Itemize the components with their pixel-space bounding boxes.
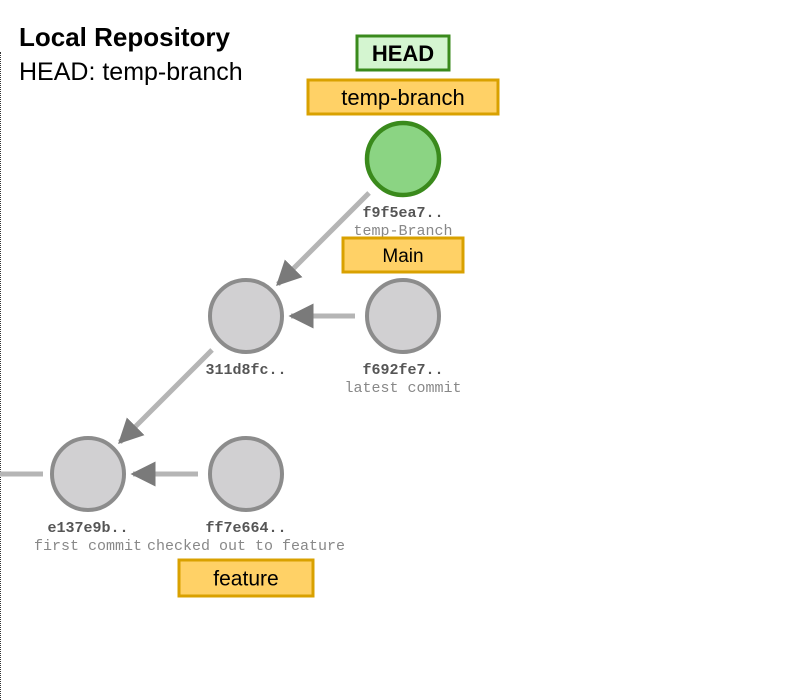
commit-hash: 311d8fc.. — [205, 362, 286, 379]
commit-hash: e137e9b.. — [47, 520, 128, 537]
commits-layer: f9f5ea7..temp-Branch 311d8fc.. f692fe7..la… — [34, 120, 462, 555]
commit-node[interactable] — [365, 278, 441, 354]
commit-node[interactable] — [50, 436, 126, 512]
commit-hash: f692fe7.. — [362, 362, 443, 379]
edge-f9f5ea7-to-311d8fc — [276, 191, 371, 286]
branch-name: Main — [382, 246, 423, 267]
left-border — [0, 52, 1, 700]
commit-e137e9b[interactable]: e137e9b..first commit — [34, 436, 142, 555]
commit-f692fe7[interactable]: f692fe7..latest commit — [344, 278, 462, 397]
commit-message: latest commit — [344, 380, 461, 397]
commit-node[interactable] — [364, 120, 442, 198]
commit-hash: f9f5ea7.. — [362, 205, 443, 222]
branch-name: feature — [213, 568, 278, 591]
branch-name: temp-branch — [341, 85, 465, 110]
repository-title: Local Repository — [19, 22, 230, 52]
branch-box[interactable] — [177, 558, 315, 598]
head-text: HEAD — [372, 41, 434, 66]
commit-node[interactable] — [208, 278, 284, 354]
branch-label-temp-branch[interactable]: temp-branch — [306, 78, 500, 116]
branch-label-main[interactable]: Main — [341, 236, 465, 274]
branch-label-feature[interactable]: feature — [177, 558, 315, 598]
edges-layer — [0, 191, 371, 487]
head-ref-head[interactable]: HEAD — [355, 34, 451, 72]
commit-message: first commit — [34, 538, 142, 555]
commit-hash: ff7e664.. — [205, 520, 286, 537]
branch-box[interactable] — [306, 78, 500, 116]
commit-311d8fc[interactable]: 311d8fc.. — [205, 278, 287, 379]
edge-311d8fc-to-e137e9b — [118, 348, 214, 444]
commit-ff7e664[interactable]: ff7e664..checked out to feature — [147, 436, 345, 555]
commit-node[interactable] — [208, 436, 284, 512]
commit-message: checked out to feature — [147, 538, 345, 555]
commit-message: temp-Branch — [353, 223, 452, 240]
head-box[interactable] — [355, 34, 451, 72]
head-status: HEAD: temp-branch — [19, 58, 243, 86]
commit-f9f5ea7[interactable]: f9f5ea7..temp-Branch — [353, 120, 453, 240]
branch-box[interactable] — [341, 236, 465, 274]
